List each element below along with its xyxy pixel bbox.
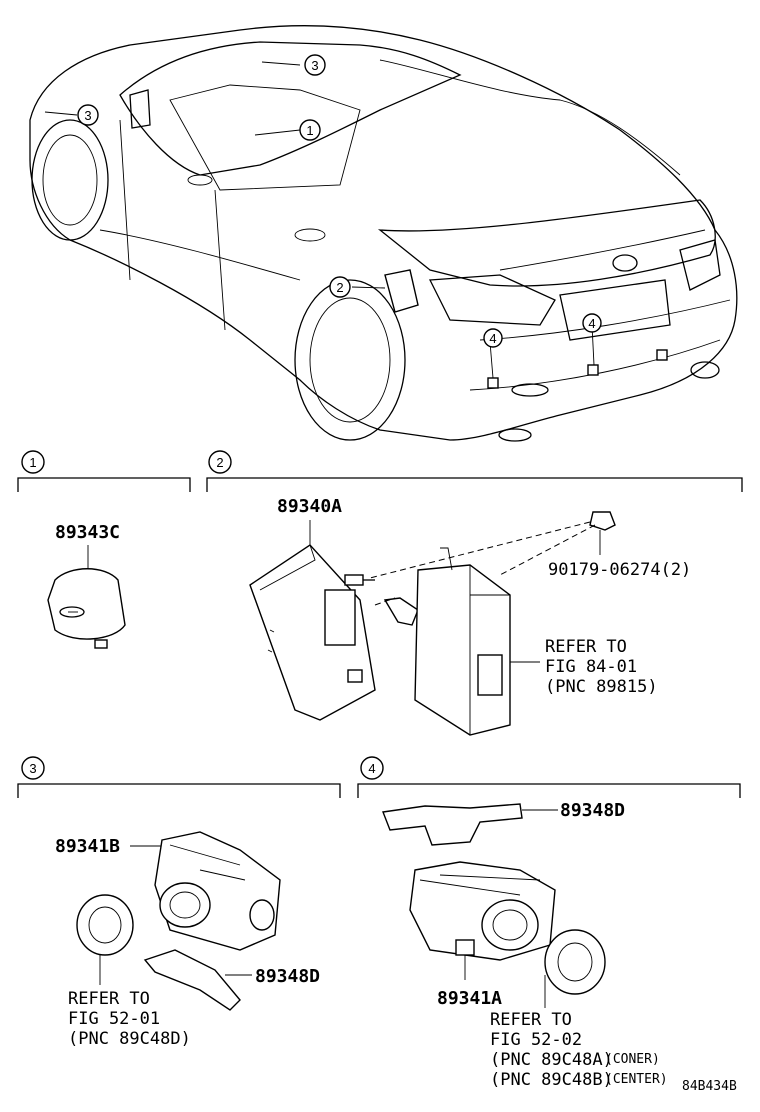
section-3: 3 89341B 89348D REFER TO FIG 52-01 (PNC …	[17, 756, 341, 1049]
refer-fig-52-02-line2: FIG 52-02	[490, 1030, 582, 1050]
part-89348D-label-3: 89348D	[255, 966, 320, 987]
refer-fig-52-01-line3: (PNC 89C48D)	[68, 1029, 191, 1049]
section-3-number: 3	[29, 761, 36, 776]
refer-fig-52-02-line3: (PNC 89C48A)	[490, 1050, 613, 1070]
callout-3-left: 3	[77, 104, 99, 126]
svg-text:1: 1	[306, 123, 313, 138]
section-2-number: 2	[216, 455, 223, 470]
callout-3-top: 3	[304, 54, 326, 76]
section-1: 1 89343C	[17, 450, 191, 649]
svg-text:3: 3	[311, 58, 318, 73]
refer-fig-52-02-line4: (PNC 89C48B)	[490, 1070, 613, 1090]
refer-fig-52-02-note-center: (CENTER)	[605, 1072, 668, 1087]
callout-1: 1	[299, 119, 321, 141]
part-89343C-label: 89343C	[55, 522, 120, 543]
refer-fig-52-02-note-corner: (CONER)	[605, 1052, 660, 1067]
section-1-number: 1	[29, 455, 36, 470]
refer-fig-84-line2: FIG 84-01	[545, 657, 637, 677]
svg-text:3: 3	[84, 108, 91, 123]
section-2: 2 89340A 90179-06274(2) REFER TO FIG 84-…	[206, 450, 743, 736]
svg-text:4: 4	[588, 316, 595, 331]
part-89341B-label: 89341B	[55, 836, 120, 857]
part-90179-06274-label: 90179-06274(2)	[548, 560, 691, 580]
svg-text:2: 2	[336, 280, 343, 295]
callout-2: 2	[329, 276, 351, 298]
refer-fig-52-02-line1: REFER TO	[490, 1010, 572, 1030]
diagram-code: 84B434B	[682, 1079, 737, 1094]
refer-fig-52-01-line2: FIG 52-01	[68, 1009, 160, 1029]
callout-4-left: 4	[483, 328, 503, 348]
svg-text:4: 4	[489, 331, 496, 346]
part-89341A-label: 89341A	[437, 988, 502, 1009]
section-4-number: 4	[368, 761, 375, 776]
refer-fig-84-line1: REFER TO	[545, 637, 627, 657]
part-89340A-label: 89340A	[277, 496, 342, 517]
refer-fig-52-01-line1: REFER TO	[68, 989, 150, 1009]
section-4: 4 89348D 89341A REFER TO FIG 52-02 (PNC …	[357, 756, 741, 1090]
car-illustration	[29, 25, 738, 442]
callout-4-center: 4	[582, 313, 602, 333]
part-89348D-label-4: 89348D	[560, 800, 625, 821]
refer-fig-84-line3: (PNC 89815)	[545, 677, 658, 697]
